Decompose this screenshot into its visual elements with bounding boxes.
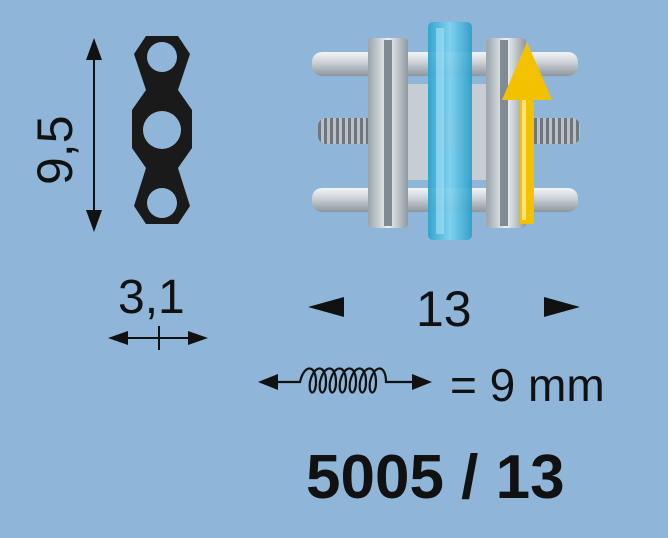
spring-coil-icon xyxy=(258,367,432,394)
expansion-screw-device xyxy=(312,22,580,240)
expansion-label: = 9 mm xyxy=(450,359,605,411)
length-label: 13 xyxy=(416,281,472,337)
length-dimension-arrows xyxy=(308,297,580,317)
width-label: 3,1 xyxy=(118,271,185,324)
width-dimension-arrow xyxy=(108,326,208,350)
product-code: 5005 / 13 xyxy=(306,443,565,512)
plate-silhouette xyxy=(132,36,192,224)
height-label: 9,5 xyxy=(27,115,83,185)
height-dimension-arrow xyxy=(86,38,102,232)
